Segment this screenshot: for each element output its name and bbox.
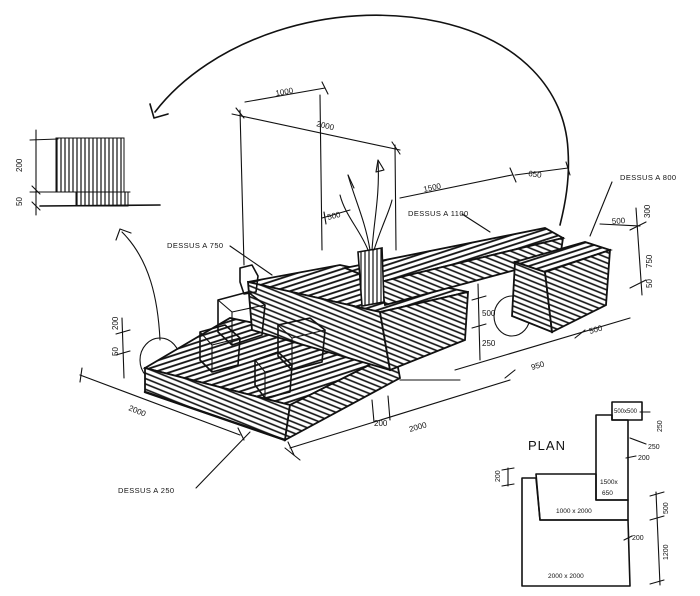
plan-1000x2000: 1000 x 2000	[556, 508, 592, 515]
plan-2000x2000: 2000 x 2000	[548, 573, 584, 580]
dim-2000-top: 2000	[316, 119, 336, 132]
plan-1500x650-b: 650	[602, 490, 613, 497]
plan-1500x650-a: 1500x	[600, 479, 618, 486]
elevation-detail: 200 50	[15, 129, 161, 216]
dim-300: 300	[643, 204, 652, 218]
dimension-lines	[79, 81, 647, 489]
dim-200-elevation: 200	[15, 158, 24, 172]
stools	[199, 264, 326, 399]
dim-50-left: 50	[111, 347, 120, 356]
dim-950: 950	[530, 359, 546, 371]
plan-200c: 200	[632, 535, 644, 542]
label-dessus-800: DESSUS A 800	[620, 173, 677, 182]
dim-500-mid: 500	[482, 309, 496, 318]
curved-arrow-top	[149, 14, 570, 226]
dim-2000-left: 2000	[127, 404, 147, 419]
plan-250a: 250	[657, 420, 664, 432]
totem-with-plant	[339, 159, 393, 307]
curved-arrow-left	[115, 228, 161, 341]
dim-500-right: 500	[588, 323, 604, 335]
dim-250-mid: 250	[482, 339, 496, 348]
dim-1500: 1500	[423, 181, 443, 194]
right-block	[511, 241, 613, 334]
plan-200a: 200	[638, 455, 650, 462]
label-dessus-750: DESSUS A 750	[167, 241, 224, 250]
dim-200-left: 200	[111, 316, 120, 330]
label-dessus-1100: DESSUS A 1100	[408, 209, 469, 218]
plan-title: PLAN	[528, 438, 566, 453]
dim-200-bottom: 200	[374, 419, 388, 428]
plan-1200: 1200	[663, 544, 670, 560]
plan-500x500: 500x500	[614, 409, 638, 415]
plan-500: 500	[663, 502, 670, 514]
dim-2000-front: 2000	[408, 420, 428, 434]
dim-50-elevation: 50	[15, 197, 24, 206]
dim-1000: 1000	[275, 86, 295, 98]
dim-500-top: 500	[612, 216, 626, 226]
dim-50-right: 50	[645, 279, 654, 288]
dim-500-small: 500	[326, 210, 342, 222]
middle-block	[247, 264, 469, 372]
dim-650: 650	[528, 169, 543, 180]
dim-750: 750	[645, 254, 654, 268]
plan-drawing: PLAN 500x500 250 250 200 1500x 650 200 1…	[495, 401, 670, 587]
plan-250b: 250	[648, 444, 660, 451]
label-dessus-250: DESSUS A 250	[118, 486, 175, 495]
plan-200b: 200	[495, 470, 502, 482]
